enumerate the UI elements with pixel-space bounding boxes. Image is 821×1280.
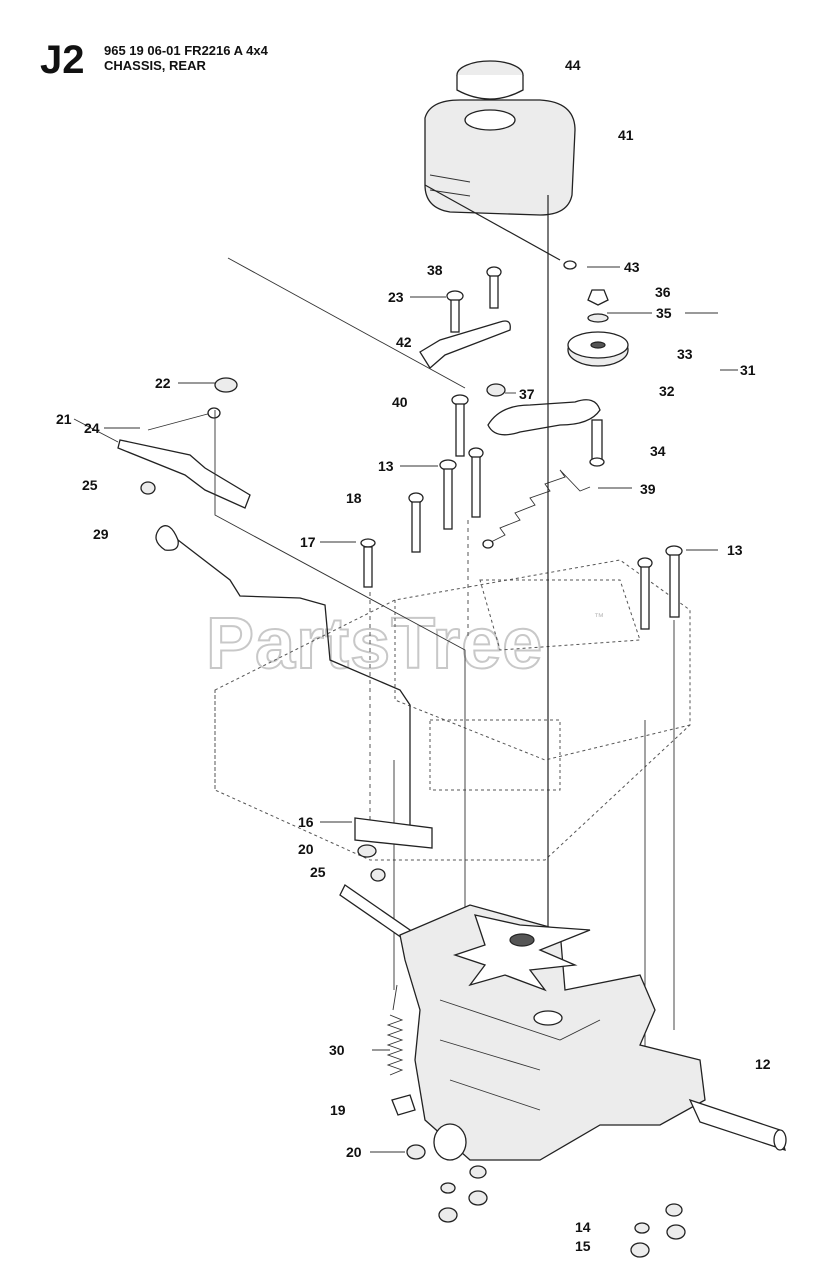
tank-body bbox=[424, 99, 576, 216]
callout-36: 36 bbox=[655, 284, 671, 300]
spacer-block bbox=[354, 817, 433, 849]
return-spring bbox=[386, 984, 426, 1160]
callout-30: 30 bbox=[329, 1042, 345, 1058]
callout-29: 29 bbox=[93, 526, 109, 542]
callout-34: 34 bbox=[650, 443, 666, 459]
callout-39: 39 bbox=[640, 481, 656, 497]
callout-13-right: 13 bbox=[727, 542, 743, 558]
callout-31: 31 bbox=[740, 362, 756, 378]
watermark-trademark: ™ bbox=[594, 612, 604, 623]
callout-13: 13 bbox=[378, 458, 394, 474]
cooling-fan bbox=[452, 914, 591, 992]
callout-41: 41 bbox=[618, 127, 634, 143]
tension-spring bbox=[482, 469, 591, 549]
section-title: CHASSIS, REAR bbox=[104, 58, 206, 73]
callout-25: 25 bbox=[82, 477, 98, 493]
callout-14: 14 bbox=[575, 1219, 591, 1235]
callout-40: 40 bbox=[392, 394, 408, 410]
callout-22: 22 bbox=[155, 375, 171, 391]
tank-assembly bbox=[424, 60, 576, 261]
callout-35: 35 bbox=[656, 305, 672, 321]
callout-17: 17 bbox=[300, 534, 316, 550]
bracket bbox=[419, 320, 511, 369]
transaxle bbox=[339, 884, 787, 1258]
callout-19: 19 bbox=[330, 1102, 346, 1118]
callout-20: 20 bbox=[298, 841, 314, 857]
callout-38: 38 bbox=[427, 262, 443, 278]
callout-42: 42 bbox=[396, 334, 412, 350]
diagram-id: J2 bbox=[40, 38, 85, 82]
callout-32: 32 bbox=[659, 383, 675, 399]
callout-23: 23 bbox=[388, 289, 404, 305]
linkage-rods bbox=[117, 407, 466, 930]
pulley-bracket-assembly bbox=[487, 289, 629, 467]
bolts bbox=[140, 260, 683, 630]
model-line: 965 19 06-01 FR2216 A 4x4 bbox=[104, 43, 268, 58]
callout-labels: 44 41 43 38 36 23 35 42 33 31 22 37 32 4… bbox=[56, 57, 771, 1254]
callout-12: 12 bbox=[755, 1056, 771, 1072]
callout-16: 16 bbox=[298, 814, 314, 830]
callout-18: 18 bbox=[346, 490, 362, 506]
watermark-text: PartsTree bbox=[206, 604, 543, 684]
callout-20-lower: 20 bbox=[346, 1144, 362, 1160]
callout-25-lower: 25 bbox=[310, 864, 326, 880]
callout-43: 43 bbox=[624, 259, 640, 275]
chassis-frame-outline bbox=[214, 559, 691, 861]
callout-33: 33 bbox=[677, 346, 693, 362]
callout-15: 15 bbox=[575, 1238, 591, 1254]
callout-21: 21 bbox=[56, 411, 72, 427]
callout-24: 24 bbox=[84, 420, 100, 436]
callout-37: 37 bbox=[519, 386, 535, 402]
callout-leaders bbox=[73, 266, 738, 1153]
callout-44: 44 bbox=[565, 57, 581, 73]
axle-shaft bbox=[688, 1098, 786, 1151]
